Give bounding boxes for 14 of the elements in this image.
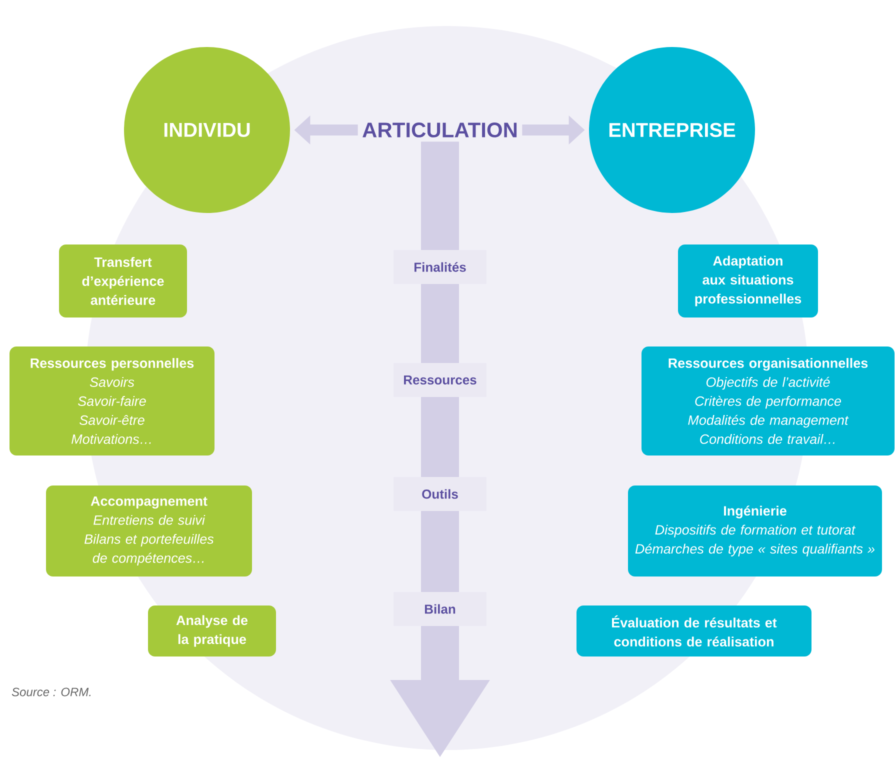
stage-box: Ressources: [394, 363, 486, 397]
rounded-box: Transfert d’expérience antérieure: [59, 244, 187, 318]
rounded-box: Accompagnement Entretiens de suivi Bilans et portefeuilles de compétences…: [46, 485, 252, 576]
stage-box: Outils: [394, 476, 486, 511]
heading-text: ARTICULATION: [362, 122, 517, 138]
stage-box: Finalités: [394, 250, 486, 284]
rounded-box: Ingénierie Dispositifs de formation et tutorat Démarches de type « sites qualifiants »: [628, 485, 882, 576]
rounded-box: Adaptation aux situations professionnelles: [678, 244, 818, 318]
rounded-box: Ressources personnelles Savoirs Savoir-faire Savoir-être Motivations…: [10, 346, 214, 456]
rounded-box: Ressources organisationnelles Objectifs de l’activité Critères de performance Modalités de management Conditions de travail…: [642, 346, 894, 456]
rounded-box: Évaluation de résultats et conditions de réalisation: [576, 605, 812, 656]
stage-box: Bilan: [394, 592, 486, 626]
rounded-box: Analyse de la pratique: [148, 605, 276, 656]
source-note: Source : ORM.: [12, 688, 91, 696]
